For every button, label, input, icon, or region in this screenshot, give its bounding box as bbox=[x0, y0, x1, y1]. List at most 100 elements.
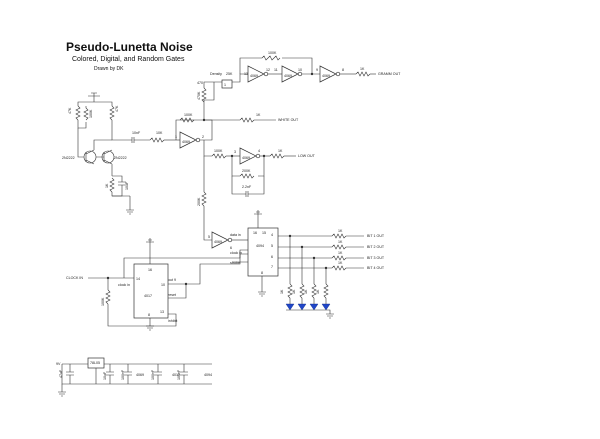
pin-3: 3 bbox=[234, 150, 236, 154]
pin-9: 9 bbox=[316, 68, 318, 72]
label-4094: 4094 bbox=[256, 244, 264, 248]
pin-10: 10 bbox=[298, 68, 302, 72]
label-4069-4: 4069 bbox=[322, 74, 330, 78]
label-low-out: LOW OUT bbox=[298, 154, 316, 158]
density-pot-icon[interactable] bbox=[221, 79, 233, 89]
inverter-6-icon bbox=[211, 231, 229, 249]
label-led-r-4: 1K bbox=[316, 289, 320, 294]
inverter-4-icon bbox=[319, 65, 337, 83]
label-4069-5: 4069 bbox=[242, 156, 250, 160]
pin-4094-6: 6 bbox=[271, 255, 273, 259]
inverter-1-icon bbox=[179, 131, 197, 149]
inverter-3-icon bbox=[281, 65, 299, 83]
pin-4: 4 bbox=[258, 149, 260, 153]
label-r-100k-low: 100K bbox=[214, 149, 223, 153]
label-psu-4017: 4017 bbox=[172, 373, 180, 377]
inverter-5-icon bbox=[239, 147, 257, 165]
resistor-led-1 bbox=[287, 283, 293, 299]
label-r-200k-v: 200K bbox=[197, 197, 201, 206]
resistor-100k-clock bbox=[105, 289, 111, 305]
pin-4094-5: 5 bbox=[271, 244, 273, 248]
resistor-led-2 bbox=[299, 283, 305, 299]
data-path: 200K 5 4069 6 data in clock in strobe bbox=[197, 156, 248, 265]
noise-source: 47K 100K 47K 2N2222 2N2222 1K 10uF bbox=[62, 92, 180, 215]
label-supply[interactable]: 9V bbox=[56, 362, 61, 366]
ground-emitter-icon bbox=[126, 196, 134, 215]
low-filter: 100K 3 4069 4 1K LOW OUT 200K 2.2nF bbox=[203, 140, 316, 197]
power-supply: 9V 78L05 47uF 10uF 100nF 4069 100nF 4017… bbox=[56, 357, 212, 397]
label-bit-1-out: BIT 1 OUT bbox=[367, 234, 385, 238]
label-bit-r-3: 1K bbox=[338, 251, 343, 255]
led-4-icon bbox=[321, 303, 331, 311]
label-clock-in[interactable]: CLOCK IN bbox=[66, 276, 83, 280]
label-bit-r-4: 1K bbox=[338, 261, 343, 265]
resistor-bit-2 bbox=[331, 244, 347, 250]
pin-12: 12 bbox=[266, 68, 270, 72]
label-78l05: 78L05 bbox=[90, 361, 100, 365]
label-r-47k-a: 47K bbox=[68, 107, 72, 114]
pin-4094-4: 4 bbox=[271, 233, 273, 237]
label-r-470k: 470K bbox=[197, 91, 201, 100]
led-1-icon bbox=[285, 303, 295, 311]
resistor-1k-emitter bbox=[109, 177, 115, 193]
label-r-1k-emitter: 1K bbox=[105, 183, 109, 188]
pin-5: 5 bbox=[208, 235, 210, 239]
label-r-100k-v: 100K bbox=[89, 109, 93, 118]
label-4017: 4017 bbox=[144, 294, 152, 298]
label-psu-4094: 4094 bbox=[204, 373, 212, 377]
resistor-100k-low bbox=[211, 153, 227, 159]
label-psu-100nf-1: 100nF bbox=[121, 369, 125, 380]
pin-8: 8 bbox=[342, 68, 344, 72]
vcc-4094-icon bbox=[254, 210, 262, 228]
resistor-100k-v bbox=[83, 106, 89, 121]
chip-4094: 4094 16 15 4 5 6 7 8 bbox=[186, 210, 279, 297]
resistor-200k-v bbox=[201, 191, 207, 207]
label-r-100k-clk: 100K bbox=[101, 297, 105, 306]
label-r-200k-fb: 200K bbox=[242, 169, 251, 173]
led-3-icon bbox=[309, 303, 319, 311]
inverter-2-icon bbox=[247, 65, 265, 83]
pin-16: 16 bbox=[253, 231, 257, 235]
resistor-470k bbox=[201, 87, 207, 103]
ground-4017-icon bbox=[146, 325, 154, 331]
label-inhibit: inhibit bbox=[168, 319, 177, 323]
label-transistor-2: 2N2222 bbox=[114, 156, 127, 160]
label-4069-3: 4069 bbox=[284, 74, 292, 78]
pin-4094-7: 7 bbox=[271, 265, 273, 269]
chip-4094-body bbox=[247, 227, 279, 277]
chip-4017-body bbox=[133, 263, 169, 319]
ground-4094-icon bbox=[258, 276, 266, 297]
resistor-200k-feedback bbox=[239, 173, 255, 179]
pin-4017-10: 10 bbox=[161, 283, 165, 287]
label-bit-r-2: 1K bbox=[338, 240, 343, 244]
label-transistor-1: 2N2222 bbox=[62, 156, 75, 160]
label-r-47k-b: 47K bbox=[115, 105, 119, 112]
label-reset: reset bbox=[168, 293, 176, 297]
label-density: Density bbox=[210, 72, 222, 76]
label-out-9: out 9 bbox=[168, 278, 176, 282]
schematic-title: Pseudo-Lunetta Noise bbox=[66, 40, 193, 54]
pin-15: 15 bbox=[262, 231, 266, 235]
pin-4017-8: 8 bbox=[148, 313, 150, 317]
label-bit-r-1: 1K bbox=[338, 229, 343, 233]
label-4069-1: 4069 bbox=[182, 140, 190, 144]
resistor-bit-1 bbox=[331, 233, 347, 239]
label-clock-in-pin: clock in bbox=[230, 251, 242, 255]
label-psu-4069: 4069 bbox=[136, 373, 144, 377]
label-white-out: WHITE OUT bbox=[278, 118, 299, 122]
bit-outputs: 1K 1K 1K 1K BIT 1 OUT BIT 2 OUT BIT 3 OU… bbox=[278, 229, 385, 319]
resistor-100k-feedback bbox=[261, 55, 281, 61]
label-bit-4-out: BIT 4 OUT bbox=[367, 266, 385, 270]
label-4069-6: 4069 bbox=[214, 240, 222, 244]
label-density-25k: 25K bbox=[226, 72, 233, 76]
pin-2: 2 bbox=[202, 135, 204, 139]
vcc-4017-icon bbox=[146, 238, 154, 264]
label-4069-2: 4069 bbox=[250, 74, 258, 78]
resistor-100k-input bbox=[179, 117, 195, 123]
ground-led-icon bbox=[326, 313, 334, 319]
resistor-47k-a bbox=[75, 105, 81, 121]
schematic-author: Drawn by DK bbox=[94, 66, 124, 72]
label-gramm-out: GRAMM OUT bbox=[378, 72, 401, 76]
